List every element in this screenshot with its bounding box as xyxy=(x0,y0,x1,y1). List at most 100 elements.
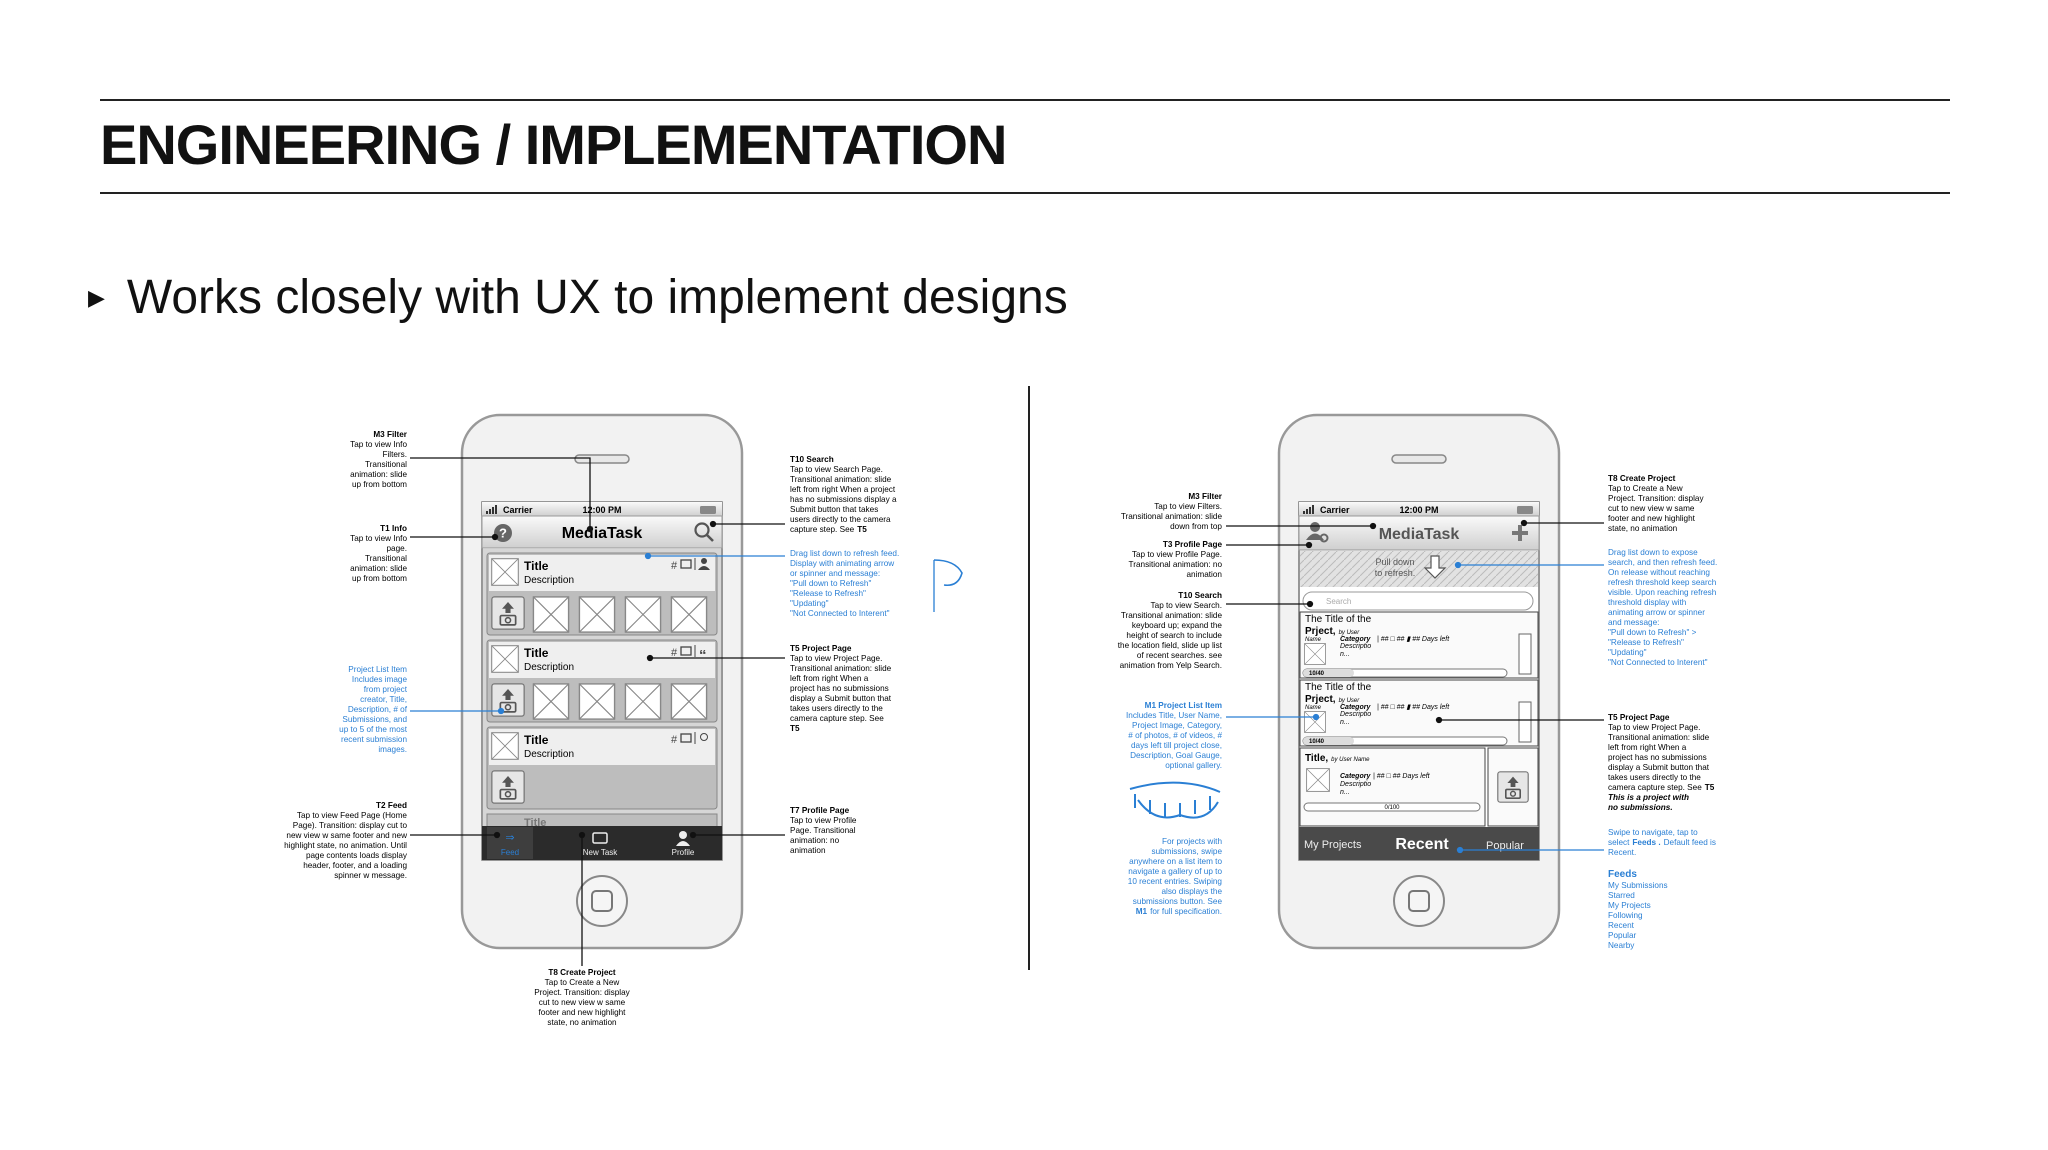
camera-icon[interactable] xyxy=(491,596,525,630)
tab-my-projects[interactable]: My Projects xyxy=(1304,839,1362,851)
center-divider xyxy=(1028,386,1030,970)
svg-text:Search: Search xyxy=(1326,597,1351,606)
tab-profile[interactable]: Profile xyxy=(672,831,695,857)
left-status-bar xyxy=(482,502,722,516)
tab-new-task[interactable]: New Task xyxy=(583,832,619,857)
svg-text:Category: Category xyxy=(1340,773,1371,780)
left-carrier: Carrier xyxy=(503,505,533,515)
title-rule xyxy=(100,192,1950,194)
search-icon[interactable] xyxy=(694,522,714,542)
right-list-item-3[interactable]: Title,by User Name Category | ## □ ## Da… xyxy=(1299,747,1539,827)
tab-popular[interactable]: Popular xyxy=(1486,840,1524,852)
svg-text:New Task: New Task xyxy=(583,848,619,857)
home-button-icon xyxy=(1393,875,1445,927)
right-time: 12:00 PM xyxy=(1399,505,1438,515)
bullet-text: Works closely with UX to implement desig… xyxy=(126,271,1068,324)
svg-text:The Title of the: The Title of the xyxy=(1305,614,1372,625)
left-list-item-3[interactable]: Title Description # xyxy=(486,726,718,810)
left-time: 12:00 PM xyxy=(582,505,621,515)
info-icon[interactable] xyxy=(494,524,512,542)
right-tab-bar xyxy=(1299,827,1539,860)
project-image-icon xyxy=(491,558,519,586)
right-annotation-lines-blue xyxy=(1226,561,1604,854)
svg-text:#: # xyxy=(671,647,678,659)
svg-text:| ## □ ## Days left: | ## □ ## Days left xyxy=(1373,773,1431,780)
left-app-title: MediaTask xyxy=(562,525,643,542)
right-list-item-2[interactable]: The Title of the Prject,by User Name Cat… xyxy=(1299,679,1539,747)
svg-text:n...: n... xyxy=(1340,719,1350,726)
svg-text:Name: Name xyxy=(1305,637,1322,643)
svg-text:Descriptio: Descriptio xyxy=(1340,711,1371,718)
tab-recent[interactable]: Recent xyxy=(1395,836,1449,853)
svg-text:| ## □ ## ▮ ## Days left: | ## □ ## ▮ ## Days left xyxy=(1377,704,1450,711)
pull-arrow-icon xyxy=(1423,555,1447,579)
svg-text:Name: Name xyxy=(1305,705,1322,711)
speaker-icon xyxy=(574,454,630,464)
user-icon xyxy=(701,558,707,564)
profile-settings-icon[interactable] xyxy=(1306,522,1329,543)
svg-text:Profile: Profile xyxy=(672,848,695,857)
svg-text:Category: Category xyxy=(1340,636,1371,643)
left-list-item-1[interactable]: Title Description # xyxy=(486,552,718,636)
svg-text:| ## □ ## ▮ ## Days left: | ## □ ## ▮ ## Days left xyxy=(1377,636,1450,643)
speaker-icon xyxy=(1391,454,1447,464)
right-list-item-1[interactable]: The Title of the Prject,by User Name Cat… xyxy=(1299,611,1539,679)
svg-text:n...: n... xyxy=(1340,789,1350,796)
camera-tab-icon xyxy=(592,832,608,844)
svg-text:The Title of the: The Title of the xyxy=(1305,682,1372,693)
lightbulb-icon xyxy=(700,733,708,741)
quote-icon: “ xyxy=(699,647,707,664)
drag-hand-icon xyxy=(933,559,963,587)
svg-text:Descriptio: Descriptio xyxy=(1340,643,1371,650)
svg-text:10/40: 10/40 xyxy=(1309,671,1325,677)
svg-text:?: ? xyxy=(499,526,507,541)
left-annotation-lines-blue xyxy=(410,552,963,715)
svg-text:0/100: 0/100 xyxy=(1384,805,1400,811)
svg-text:#: # xyxy=(671,734,678,746)
add-project-icon[interactable] xyxy=(1512,525,1528,541)
right-search-input[interactable] xyxy=(1302,591,1534,611)
home-button-icon xyxy=(576,875,628,927)
left-annotation-lines xyxy=(410,457,785,966)
left-phone: Carrier 12:00 PM ? MediaTask Title Descr… xyxy=(460,413,744,950)
bullet-item: ▶ Works closely with UX to implement des… xyxy=(88,270,1068,325)
svg-text:Category: Category xyxy=(1340,704,1371,711)
left-list-item-2[interactable]: Title Description # “ xyxy=(486,639,718,723)
slide-title: ENGINEERING / IMPLEMENTATION xyxy=(100,113,1007,176)
tab-feed[interactable]: ⇒ Feed xyxy=(501,832,519,857)
svg-text:Title,by User Name: Title,by User Name xyxy=(1305,753,1370,764)
svg-text:Description: Description xyxy=(524,749,574,760)
right-carrier: Carrier xyxy=(1320,505,1350,515)
top-rule xyxy=(100,99,1950,101)
battery-icon xyxy=(1517,506,1533,514)
signal-icon xyxy=(1303,505,1314,514)
signal-icon xyxy=(486,505,497,514)
left-app-header xyxy=(481,515,723,549)
svg-text:Title: Title xyxy=(524,733,549,747)
svg-text:Descriptio: Descriptio xyxy=(1340,781,1371,788)
svg-text:10/40: 10/40 xyxy=(1309,739,1325,745)
refresh-annotation: Drag list down to refresh feed.Display w… xyxy=(790,549,899,618)
bullet-triangle-icon: ▶ xyxy=(88,284,105,310)
submit-camera-icon xyxy=(1497,771,1529,803)
